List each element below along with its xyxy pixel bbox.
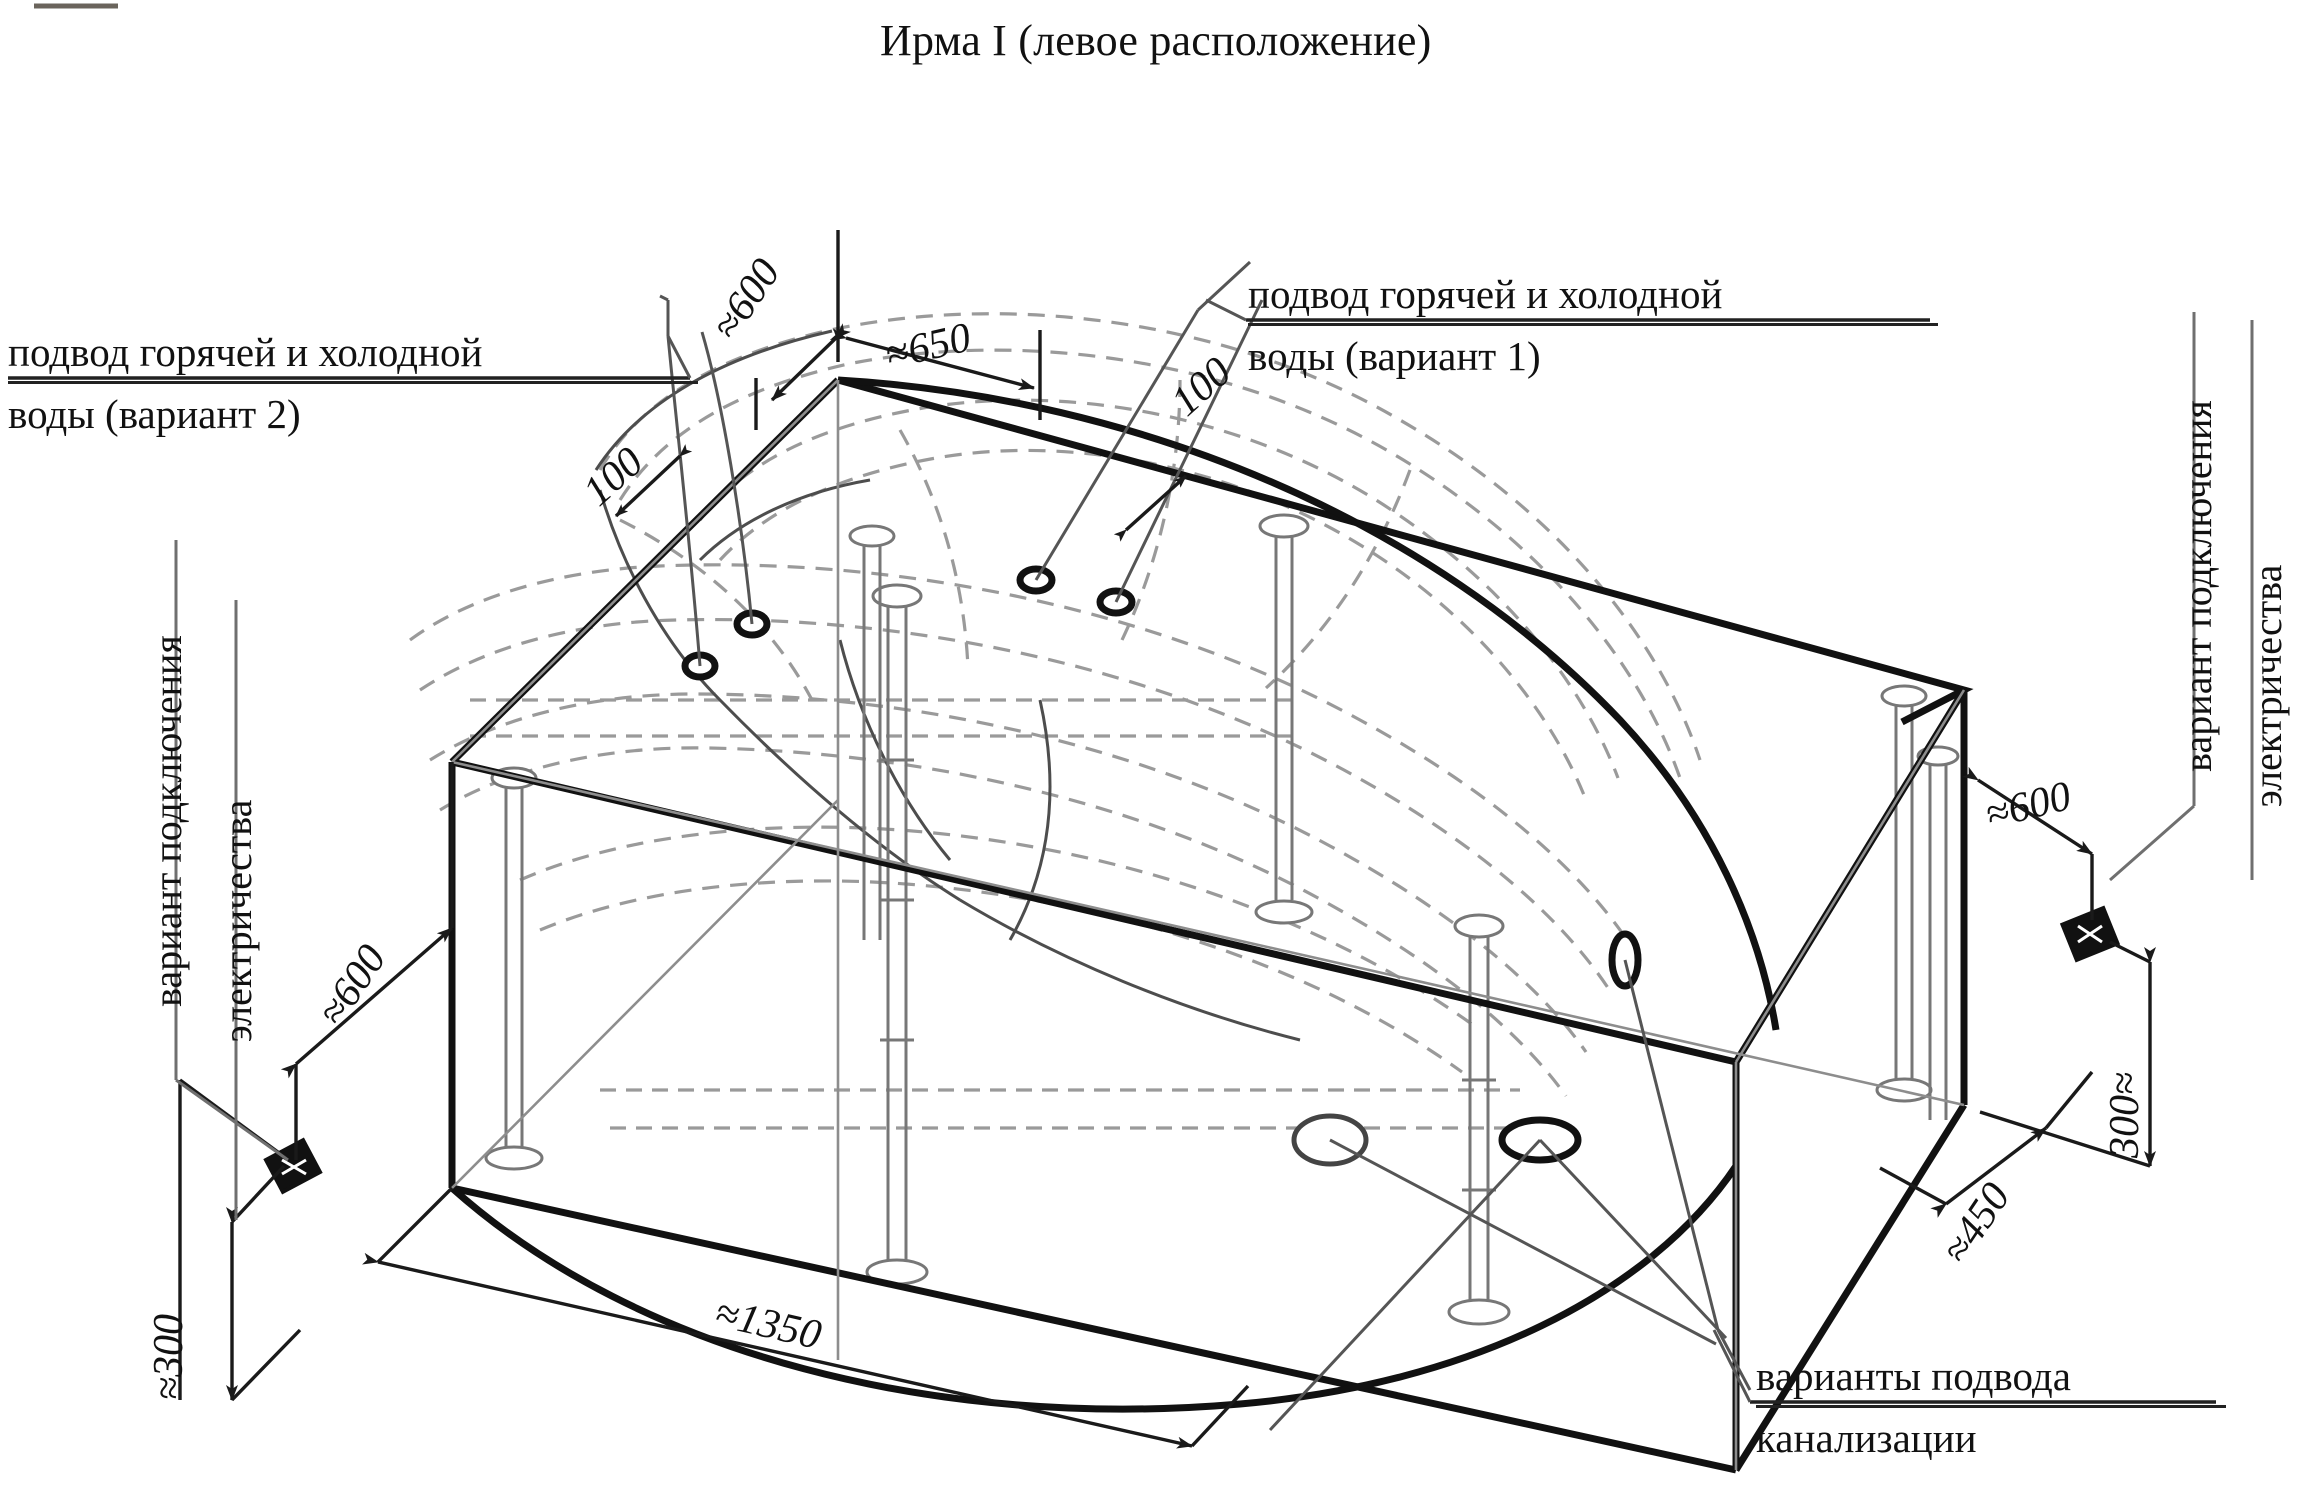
bracket-electric-right	[2109, 312, 2254, 882]
dimline-bottom-1350	[362, 1186, 1250, 1449]
callout-water-variant-2: подвод горячей и холодной воды (вариант …	[8, 326, 698, 442]
dimline-left-600	[280, 762, 454, 1160]
callout-electric-right-line2: электричества	[2245, 564, 2290, 808]
dimline-top-650	[829, 328, 1042, 420]
callout-leader-tails	[666, 298, 1752, 1403]
dimline-right-300	[1979, 940, 2156, 1168]
electric-outlet-right	[2059, 905, 2121, 963]
callout-electric-right: вариант подключения	[2172, 306, 2224, 866]
drain-outlets	[1291, 930, 1642, 1167]
dimline-right-600	[1962, 766, 2094, 920]
box-construction-lines	[451, 379, 1966, 1470]
callout-water-variant-1-line1: подвод горячей и холодной	[1248, 268, 1938, 327]
callout-sewer-line1: варианты подвода	[1756, 1350, 2226, 1409]
dimline-right-450	[1879, 1070, 2094, 1218]
dimline-top-600	[754, 230, 851, 430]
callout-sewer-line2: канализации	[1756, 1415, 1977, 1462]
water-inlet-holes-variant1	[1016, 565, 1136, 617]
callout-sewer-variants: варианты подвода канализации	[1756, 1350, 2226, 1466]
leader-sewer	[1268, 959, 1752, 1432]
callout-water-variant-1-line2: воды (вариант 1)	[1248, 333, 1541, 380]
callout-electric-left-2: электричества	[212, 641, 264, 1201]
callout-electric-right-line1: вариант подключения	[2175, 400, 2220, 772]
callout-water-variant-2-line1: подвод горячей и холодной	[8, 326, 698, 385]
callout-electric-left: вариант подключения	[142, 541, 194, 1101]
callout-water-variant-1: подвод горячей и холодной воды (вариант …	[1248, 268, 1938, 384]
dim-right-300: 300≈	[2102, 1071, 2148, 1158]
callout-electric-left-line2: электричества	[215, 799, 260, 1043]
dimline-top-left-100	[614, 444, 693, 518]
dim-left-300: ≈300	[146, 1313, 192, 1400]
callout-underlines	[8, 318, 2216, 1404]
callout-electric-left-line1: вариант подключения	[145, 635, 190, 1007]
page-title: Ирма I (левое расположение)	[880, 16, 1432, 65]
tub-rounded-corner	[449, 376, 1780, 1413]
callout-water-variant-2-line2: воды (вариант 2)	[8, 391, 301, 438]
callout-electric-right-2: электричества	[2242, 406, 2294, 966]
bracket-electric-left	[174, 540, 289, 1220]
dimline-top-right-100	[1113, 474, 1188, 542]
